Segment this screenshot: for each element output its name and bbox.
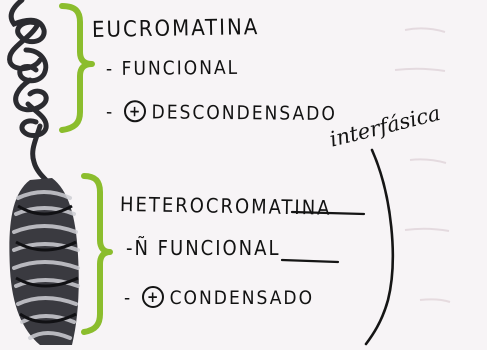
heterochromatin-coil xyxy=(9,178,80,345)
euchromatin-title: EUCROMATINA xyxy=(91,15,260,43)
divider-curve xyxy=(364,148,395,346)
heterochromatin-condensed-text: CONDENSADO xyxy=(169,287,315,309)
euchromatin-coil xyxy=(7,0,49,183)
heterochromatin-underline xyxy=(290,210,366,216)
euchromatin-decondensed: - +DESCONDENSADO xyxy=(106,100,337,125)
euchromatin-functional: - FUNCIONAL xyxy=(105,56,240,80)
nonfunctional-underline xyxy=(280,258,340,264)
paper-bleed-through xyxy=(394,27,451,303)
euchromatin-bracket xyxy=(59,3,95,133)
euchromatin-decondensed-text: DESCONDENSADO xyxy=(151,101,337,126)
euchromatin-dash: - xyxy=(105,101,115,124)
heterochromatin-bracket xyxy=(81,173,113,335)
plus-circle-icon: + xyxy=(123,100,146,123)
heterochromatin-condensed: - +CONDENSADO xyxy=(124,286,314,309)
heterochromatin-title: HETEROCROMATINA xyxy=(119,192,332,220)
heterochromatin-nonfunctional: -Ñ FUNCIONAL xyxy=(126,236,281,260)
heterochromatin-dash: - xyxy=(124,287,133,309)
plus-circle-icon: + xyxy=(141,286,164,308)
